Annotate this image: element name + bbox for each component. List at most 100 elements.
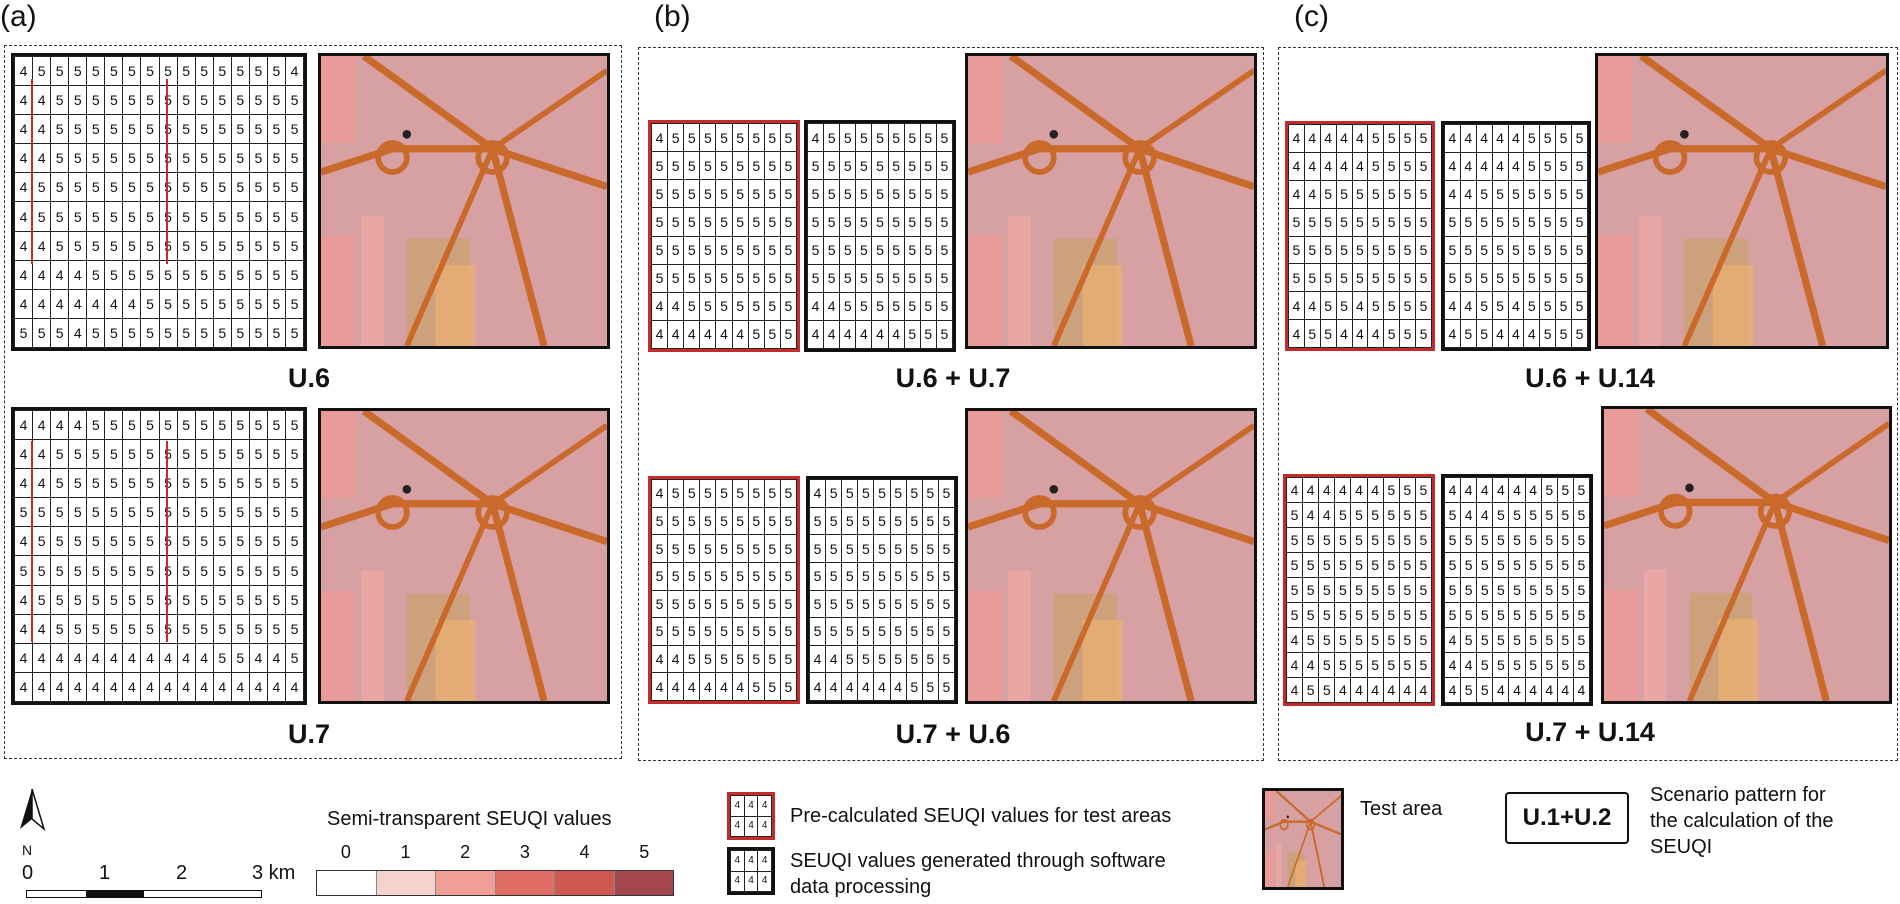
grid-cell: 5	[667, 589, 685, 619]
grid-cell: 4	[1476, 502, 1494, 528]
grid-cell: 5	[699, 506, 717, 536]
grid-cell: 5	[731, 589, 749, 619]
grid-cell: 5	[1572, 577, 1591, 603]
grid-cell: 5	[1539, 124, 1557, 153]
grid-cell: 5	[763, 235, 781, 265]
grid-cell: 5	[1571, 124, 1588, 153]
grid-cell: 5	[248, 143, 268, 174]
grid-cell: 5	[715, 644, 733, 674]
scenario-box: U.1+U.2	[1505, 792, 1629, 844]
grid-cell: 5	[176, 555, 196, 586]
grid-cell: 5	[140, 584, 160, 615]
grid-cell: 5	[1414, 477, 1433, 503]
grid-cell: 5	[140, 613, 160, 644]
grid-cell: 5	[176, 439, 196, 470]
grid-cell: 4	[1524, 477, 1542, 503]
grid-cell: 5	[140, 468, 160, 499]
grid-cell: 5	[921, 561, 939, 591]
grid-cell: 5	[1443, 552, 1462, 578]
grid-cell: 5	[68, 613, 88, 644]
grid-cell: 5	[1285, 602, 1304, 628]
grid-cell: 5	[1540, 577, 1558, 603]
grid-cell: 5	[935, 319, 954, 350]
grid-cell: 5	[1383, 179, 1401, 209]
grid-cell: 5	[122, 259, 142, 290]
grid-cell: 5	[763, 479, 781, 508]
grid-cell: 5	[212, 642, 232, 673]
grid-cell: 5	[1555, 235, 1572, 265]
grid-cell: 5	[871, 291, 889, 321]
grid-cell: 5	[1334, 552, 1352, 578]
grid-cell: 5	[1367, 179, 1385, 209]
grid-cell: 5	[731, 644, 749, 674]
grid-cell: 4	[32, 259, 52, 290]
grid-cell: 5	[937, 672, 956, 701]
grid-cell: 5	[176, 114, 196, 145]
grid-cell: 5	[68, 55, 88, 87]
grid-cell: 5	[1460, 552, 1478, 578]
grid-cell: 5	[779, 561, 798, 591]
grid-cell: 4	[650, 644, 669, 674]
red-line	[31, 441, 33, 642]
grid-cell: 5	[747, 534, 765, 563]
grid-cell: 5	[86, 584, 106, 615]
grid-cell: 5	[1303, 263, 1321, 293]
grid-cell: 5	[937, 561, 956, 591]
grid-cell: 5	[1350, 627, 1368, 653]
grid-cell: 5	[50, 143, 70, 174]
grid-cell: 5	[1335, 291, 1353, 321]
grid-cell: 5	[1508, 527, 1526, 553]
grid-cell: 5	[683, 589, 701, 619]
grid-cell: 5	[747, 479, 765, 508]
grid-cell: 5	[284, 114, 305, 145]
grid-cell: 4	[650, 479, 669, 508]
grid-cell: 4	[1508, 677, 1526, 703]
grid-cell: 5	[779, 235, 798, 265]
grid-cell: 5	[699, 263, 717, 293]
grid-cell: 5	[839, 151, 857, 181]
grid-cell: 5	[1366, 577, 1384, 603]
sample-cell: 4	[743, 850, 759, 872]
grid-cell: 5	[1351, 179, 1369, 209]
map-b-bottom	[965, 408, 1257, 704]
grid-cell: 5	[122, 584, 142, 615]
grid-cell: 5	[1350, 652, 1368, 678]
grid-cell: 5	[158, 288, 178, 319]
grid-cell: 5	[194, 259, 214, 290]
grid-cell: 5	[1556, 602, 1574, 628]
grid-cell: 4	[1475, 124, 1493, 153]
grid-cell: 5	[667, 561, 685, 591]
grid-cell: 5	[230, 230, 250, 261]
grid-cell: 5	[841, 479, 859, 508]
grid-cell: 5	[230, 288, 250, 319]
generated-label-line2: data processing	[790, 876, 932, 898]
grid-cell: 5	[841, 506, 859, 536]
grid-cell: 5	[935, 207, 954, 237]
grid-cell: 5	[650, 589, 669, 619]
grid-cell: 5	[855, 207, 873, 237]
grid-cell: 5	[50, 439, 70, 470]
grid-cell: 5	[158, 526, 178, 557]
grid-cell: 4	[266, 671, 286, 703]
grid-cell: 5	[1335, 207, 1353, 237]
scale-tick-2: 2	[176, 862, 188, 884]
grid-cell: 5	[1572, 602, 1591, 628]
grid-cell: 5	[808, 561, 827, 591]
grid-cell: 5	[104, 584, 124, 615]
grid-cell: 4	[140, 671, 160, 703]
map-c-bottom	[1601, 406, 1892, 704]
grid-cell: 5	[1382, 502, 1400, 528]
